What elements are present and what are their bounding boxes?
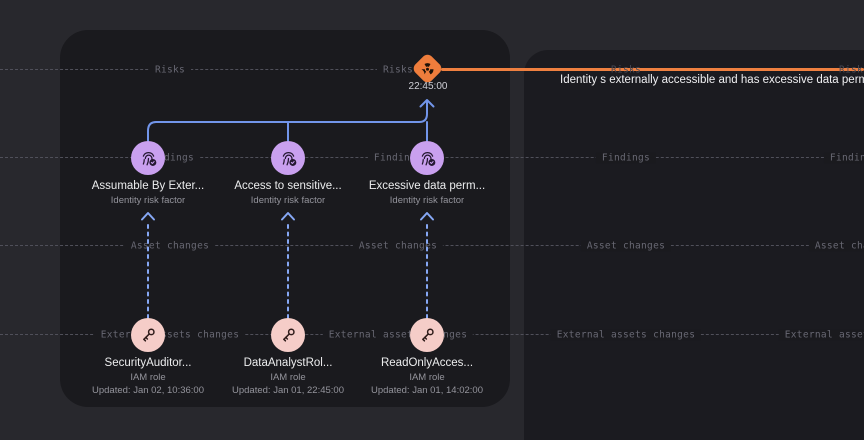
finding-subtitle: Identity risk factor [110,195,186,206]
lane-label-findings: Findings [139,152,201,164]
asset-title: SecurityAuditor... [104,357,192,369]
asset-node-group: DataAnalystRol... IAM role Updated: Jan … [198,318,378,396]
fingerprint-icon [282,151,296,166]
risk-description: Identity s externally accessible and has… [560,74,864,86]
lane-label-risks: Risks [610,64,642,76]
asset-node-group: ReadOnlyAcces... IAM role Updated: Jan 0… [337,318,517,396]
asset-node-group: SecurityAuditor... IAM role Updated: Jan… [58,318,238,396]
lane-label-risks: Risks [376,64,420,76]
asset-type: IAM role [270,372,306,383]
lane-label-external-assets: External assets changes [778,329,864,341]
lane-label-findings: Findings [823,152,864,164]
risk-node[interactable] [411,52,444,85]
key-icon [142,327,155,342]
lane-label-asset-changes: Asset changes [580,240,672,252]
asset-type: IAM role [130,372,166,383]
lane-label-risks: Risks [148,64,192,76]
finding-node[interactable] [410,141,444,175]
finding-node[interactable] [131,141,165,175]
lane-label-asset-changes: Asset changes [808,240,864,252]
lane-label-findings: Findings [367,152,429,164]
finding-title: Assumable By Exter... [91,180,205,192]
finding-title: Excessive data perm... [368,180,486,192]
fingerprint-icon [142,151,156,166]
asset-node[interactable] [271,318,305,352]
asset-node[interactable] [131,318,165,352]
fingerprint-icon [421,151,435,166]
finding-subtitle: Identity risk factor [389,195,465,206]
lane-label-external-assets: External assets changes [322,329,474,341]
lane-label-asset-changes: Asset changes [124,240,216,252]
radiation-icon [421,62,434,74]
finding-node[interactable] [271,141,305,175]
asset-node[interactable] [410,318,444,352]
asset-type: IAM role [409,372,445,383]
lane-label-asset-changes: Asset changes [352,240,444,252]
asset-title: DataAnalystRol... [243,357,333,369]
asset-updated: Updated: Jan 02, 10:36:00 [92,385,204,396]
finding-node-group: Access to sensitive... Identity risk fac… [198,141,378,206]
finding-title: Access to sensitive... [234,180,342,192]
key-icon [282,327,295,342]
lane-label-external-assets: External assets changes [94,329,246,341]
risk-timeline-line [441,68,864,71]
key-icon [421,327,434,342]
lane-label-findings: Findings [595,152,657,164]
lane-label-external-assets: External assets changes [550,329,702,341]
asset-updated: Updated: Jan 01, 22:45:00 [232,385,344,396]
finding-node-group: Excessive data perm... Identity risk fac… [337,141,517,206]
lane-label-risks: Risks [838,64,864,76]
asset-title: ReadOnlyAcces... [380,357,474,369]
finding-node-group: Assumable By Exter... Identity risk fact… [58,141,238,206]
finding-subtitle: Identity risk factor [250,195,326,206]
risk-timestamp: 22:45:00 [408,81,448,92]
asset-updated: Updated: Jan 01, 14:02:00 [371,385,483,396]
